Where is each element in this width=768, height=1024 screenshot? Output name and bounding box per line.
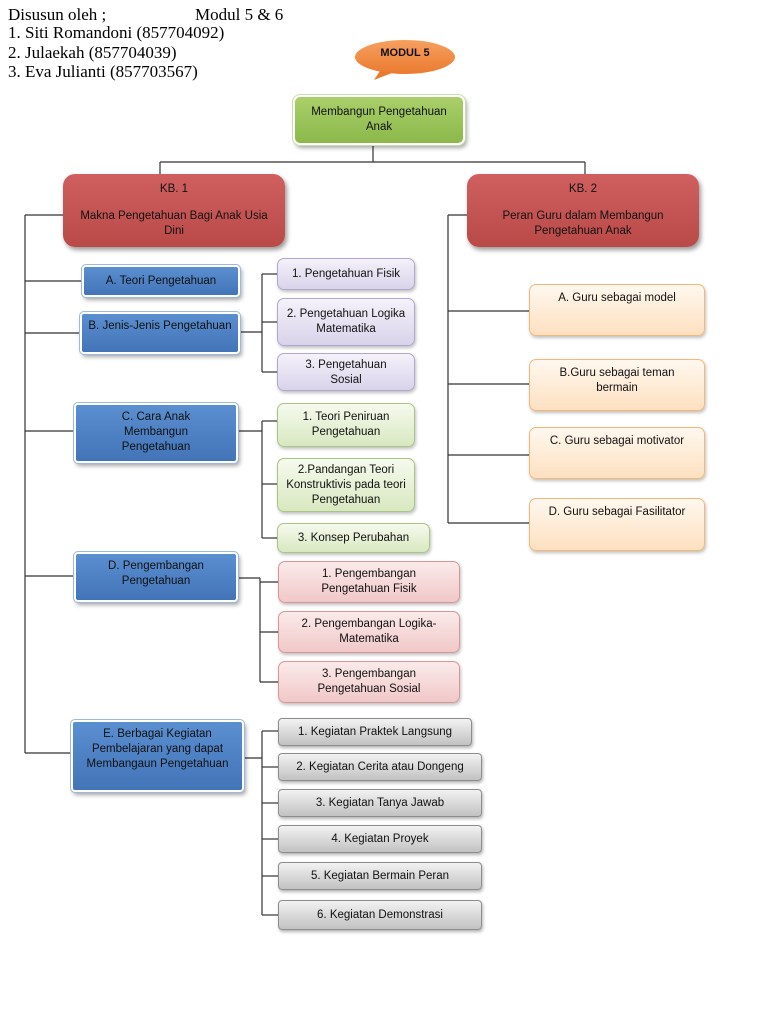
root-node: Membangun Pengetahuan Anak — [292, 94, 466, 146]
module-label: Modul 5 & 6 — [195, 5, 284, 24]
jenis-item: 2. Pengetahuan Logika Matematika — [277, 298, 415, 346]
kegiatan-item-label: 3. Kegiatan Tanya Jawab — [315, 796, 445, 809]
topic-label: A. Teori Pengetahuan — [105, 274, 217, 287]
kegiatan-item-label: 4. Kegiatan Proyek — [331, 832, 429, 845]
jenis-item-label: 2. Pengetahuan Logika Matematika — [286, 308, 406, 335]
kb1-title: Makna Pengetahuan Bagi Anak Usia Dini — [80, 210, 268, 237]
cara-item: 2.Pandangan Teori Konstruktivis pada teo… — [277, 458, 415, 512]
root-label: Membangun Pengetahuan Anak — [311, 106, 447, 133]
kegiatan-item-label: 1. Kegiatan Praktek Langsung — [297, 725, 453, 738]
pengembangan-item: 3. Pengembangan Pengetahuan Sosial — [278, 661, 460, 703]
topic-pengembangan: D. Pengembangan Pengetahuan — [73, 551, 239, 603]
kb1-node: KB. 1 Makna Pengetahuan Bagi Anak Usia D… — [63, 174, 285, 247]
pengembangan-item-label: 1. Pengembangan Pengetahuan Fisik — [321, 568, 417, 595]
peran-guru-item: B.Guru sebagai teman bermain — [529, 359, 705, 411]
kegiatan-item: 4. Kegiatan Proyek — [278, 825, 482, 853]
topic-teori-pengetahuan: A. Teori Pengetahuan — [81, 264, 241, 298]
pengembangan-item-label: 3. Pengembangan Pengetahuan Sosial — [317, 668, 421, 695]
jenis-item: 3. Pengetahuan Sosial — [277, 353, 415, 391]
kb2-title: Peran Guru dalam Membangun Pengetahuan A… — [502, 210, 664, 237]
kegiatan-item: 1. Kegiatan Praktek Langsung — [278, 718, 472, 746]
topic-cara-anak: C. Cara Anak Membangun Pengetahuan — [73, 402, 239, 464]
module-bubble-label: MODUL 5 — [380, 47, 430, 59]
kb2-node: KB. 2 Peran Guru dalam Membangun Pengeta… — [467, 174, 699, 247]
topic-label: E. Berbagai Kegiatan Pembelajaran yang d… — [86, 728, 229, 770]
peran-guru-item: C. Guru sebagai motivator — [529, 427, 705, 479]
topic-label: C. Cara Anak Membangun Pengetahuan — [121, 411, 191, 453]
peran-guru-item-label: A. Guru sebagai model — [558, 292, 676, 304]
kb1-code: KB. 1 — [159, 183, 189, 195]
cara-item-label: 2.Pandangan Teori Konstruktivis pada teo… — [286, 464, 406, 506]
jenis-item: 1. Pengetahuan Fisik — [277, 258, 415, 290]
pengembangan-item: 2. Pengembangan Logika-Matematika — [278, 611, 460, 653]
kegiatan-item: 5. Kegiatan Bermain Peran — [278, 862, 482, 890]
pengembangan-item-label: 2. Pengembangan Logika-Matematika — [301, 618, 437, 645]
author-3: 3. Eva Julianti (857703567) — [8, 62, 198, 81]
peran-guru-item-label: B.Guru sebagai teman bermain — [559, 367, 675, 394]
cara-item-label: 1. Teori Peniruan Pengetahuan — [302, 411, 390, 438]
author-1: 1. Siti Romandoni (857704092) — [8, 23, 225, 42]
peran-guru-item: D. Guru sebagai Fasilitator — [529, 498, 705, 551]
author-2: 2. Julaekah (857704039) — [8, 43, 177, 62]
cara-item: 1. Teori Peniruan Pengetahuan — [277, 403, 415, 447]
peran-guru-item-label: C. Guru sebagai motivator — [549, 435, 685, 447]
kegiatan-item-label: 2. Kegiatan Cerita atau Dongeng — [296, 760, 464, 773]
module-bubble-icon — [353, 38, 457, 80]
peran-guru-item-label: D. Guru sebagai Fasilitator — [548, 506, 686, 518]
kegiatan-item: 3. Kegiatan Tanya Jawab — [278, 789, 482, 817]
topic-jenis-pengetahuan: B. Jenis-Jenis Pengetahuan — [79, 311, 241, 355]
kegiatan-item-label: 6. Kegiatan Demonstrasi — [317, 908, 443, 921]
jenis-item-label: 3. Pengetahuan Sosial — [305, 359, 387, 386]
topic-label: D. Pengembangan Pengetahuan — [108, 560, 204, 587]
jenis-item-label: 1. Pengetahuan Fisik — [291, 267, 401, 280]
kegiatan-item: 2. Kegiatan Cerita atau Dongeng — [278, 753, 482, 781]
kegiatan-item: 6. Kegiatan Demonstrasi — [278, 900, 482, 930]
pengembangan-item: 1. Pengembangan Pengetahuan Fisik — [278, 561, 460, 603]
kb2-code: KB. 2 — [568, 183, 598, 195]
cara-item: 3. Konsep Perubahan — [277, 523, 430, 553]
prepared-by-label: Disusun oleh ; — [8, 5, 107, 24]
cara-item-label: 3. Konsep Perubahan — [297, 531, 410, 544]
topic-label: B. Jenis-Jenis Pengetahuan — [88, 320, 232, 332]
kegiatan-item-label: 5. Kegiatan Bermain Peran — [310, 869, 450, 882]
peran-guru-item: A. Guru sebagai model — [529, 284, 705, 336]
topic-berbagai-kegiatan: E. Berbagai Kegiatan Pembelajaran yang d… — [70, 719, 245, 793]
